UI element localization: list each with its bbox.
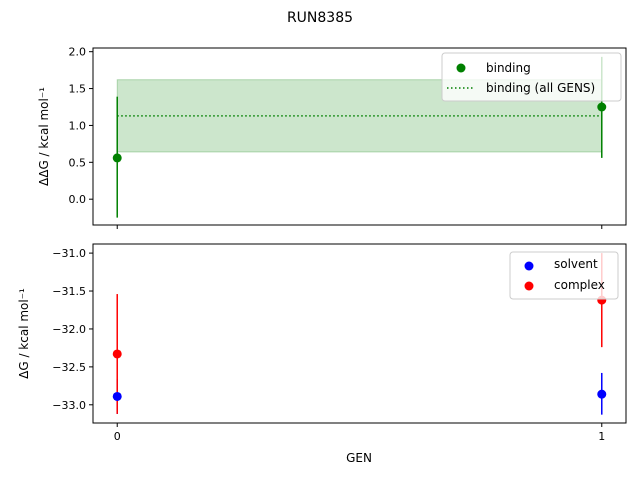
data-point xyxy=(112,349,122,359)
x-tick-label: 0 xyxy=(114,430,121,443)
legend-marker-solvent xyxy=(524,261,534,271)
y-tick-label: −32.0 xyxy=(52,323,86,336)
y-tick-label: 0.5 xyxy=(69,156,87,169)
legend-marker-binding xyxy=(456,63,466,73)
y-tick-label: −33.0 xyxy=(52,399,86,412)
x-tick-label: 1 xyxy=(598,430,605,443)
figure-title: RUN8385 xyxy=(287,10,353,26)
legend-label: complex xyxy=(554,278,605,292)
y-tick-label: 0.0 xyxy=(69,193,87,206)
legend-label: binding (all GENS) xyxy=(486,81,595,95)
y-tick-label: −31.0 xyxy=(52,247,86,260)
legend-label: solvent xyxy=(554,257,598,271)
y-tick-label: −32.5 xyxy=(52,361,86,374)
legend-box xyxy=(509,251,619,300)
data-point xyxy=(112,153,122,163)
legend-label: binding xyxy=(486,61,531,75)
y-tick-label: 2.0 xyxy=(69,46,87,59)
y-tick-label: 1.0 xyxy=(69,119,87,132)
data-point xyxy=(597,389,607,399)
y-tick-label: 1.5 xyxy=(69,83,87,96)
y-tick-label: −31.5 xyxy=(52,285,86,298)
y-axis-label: ΔΔG / kcal mol⁻¹ xyxy=(37,87,51,186)
legend-marker-complex xyxy=(524,281,534,291)
legend: solvent complex xyxy=(509,251,619,300)
bottom-panel-axes: −33.0 −32.5 −32.0 −31.5 −31.0 0 1 ΔG / kcal mol… xyxy=(17,243,627,443)
data-point xyxy=(112,391,122,401)
axes-frame xyxy=(92,47,627,226)
legend: binding binding (all GENS) xyxy=(441,52,622,102)
legend-box xyxy=(441,52,622,102)
data-point xyxy=(597,102,607,112)
axes-frame xyxy=(92,243,627,424)
x-axis-label: GEN xyxy=(346,451,372,465)
y-axis-label: ΔG / kcal mol⁻¹ xyxy=(17,288,31,379)
